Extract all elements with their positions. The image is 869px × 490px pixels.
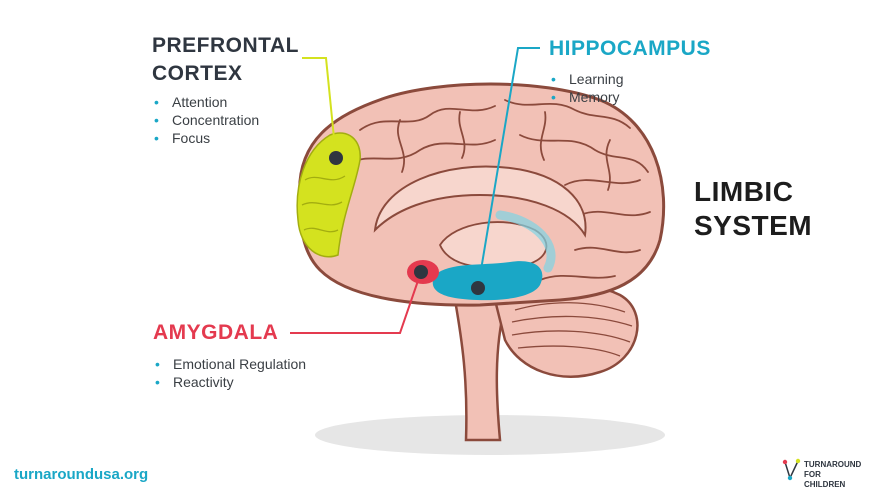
corpus-callosum — [373, 165, 587, 238]
prefrontal-folds — [301, 175, 346, 233]
prefrontal-title: PREFRONTAL CORTEX — [152, 34, 299, 85]
bullet-icon: • — [154, 94, 159, 110]
amygdala-list: •Emotional Regulation •Reactivity — [153, 355, 306, 391]
logo-text: TURNAROUND FOR CHILDREN — [804, 460, 862, 489]
cerebellum-folds — [511, 302, 633, 357]
logo-mark-icon — [782, 458, 801, 481]
gyri-lines — [344, 99, 651, 281]
hippocampus-list: •Learning •Memory — [549, 70, 624, 106]
hippocampus-region — [432, 261, 543, 301]
bullet-icon: • — [154, 112, 159, 128]
brain-stem — [453, 298, 507, 442]
list-item: •Attention — [154, 94, 228, 110]
hippocampus-leader — [477, 47, 540, 289]
prefrontal-marker — [329, 151, 343, 165]
amygdala-marker — [414, 265, 428, 279]
list-item: •Reactivity — [155, 374, 234, 390]
prefrontal-leader — [302, 57, 337, 159]
amygdala-title: AMYGDALA — [153, 321, 279, 344]
prefrontal-region — [296, 132, 361, 258]
hippocampus-title: HIPPOCAMPUS — [549, 37, 711, 60]
hippocampus-arc — [495, 210, 556, 273]
website-link[interactable]: turnaroundusa.org — [14, 466, 149, 483]
turnaround-logo: TURNAROUND FOR CHILDREN — [782, 458, 862, 489]
bullet-icon: • — [551, 71, 556, 87]
bullet-icon: • — [155, 356, 160, 372]
list-item: •Learning — [551, 71, 624, 87]
list-item: •Concentration — [154, 112, 260, 128]
amygdala-leader — [290, 271, 422, 334]
list-item: •Emotional Regulation — [155, 356, 307, 372]
list-item: •Memory — [551, 89, 620, 105]
system-label: LIMBIC SYSTEM — [694, 176, 813, 241]
bullet-icon: • — [154, 130, 159, 146]
bullet-icon: • — [551, 89, 556, 105]
list-item: •Focus — [154, 130, 211, 146]
hippocampus-marker — [471, 281, 485, 295]
bullet-icon: • — [155, 374, 160, 390]
prefrontal-list: •Attention •Concentration •Focus — [152, 93, 259, 147]
